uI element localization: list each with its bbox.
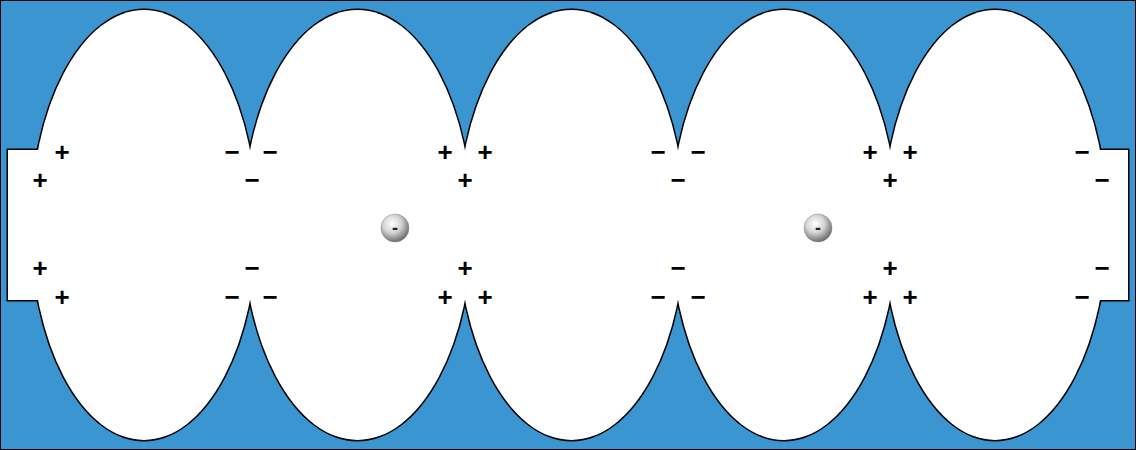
- charge-sign: −: [690, 284, 705, 310]
- charge-sign: −: [244, 255, 259, 281]
- charge-sign: +: [477, 284, 492, 310]
- charge-sign: −: [262, 139, 277, 165]
- charge-sign: +: [437, 139, 452, 165]
- charge-sign: +: [882, 255, 897, 281]
- charge-sign: −: [244, 167, 259, 193]
- charge-sign: −: [650, 139, 665, 165]
- charge-sign: −: [670, 167, 685, 193]
- charge-sign: −: [224, 139, 239, 165]
- charge-sign: −: [690, 139, 705, 165]
- cavity-cell: [38, 150, 1100, 300]
- charge-sign: +: [54, 139, 69, 165]
- charge-sign: −: [670, 255, 685, 281]
- cavity-cell: [38, 150, 1100, 300]
- electron: -: [803, 213, 833, 243]
- charge-sign: +: [477, 139, 492, 165]
- charge-sign: +: [32, 255, 47, 281]
- cavity-fill: [8, 10, 1128, 440]
- charge-sign: −: [650, 284, 665, 310]
- charge-sign: +: [437, 284, 452, 310]
- charge-sign: +: [902, 139, 917, 165]
- charge-sign: −: [1094, 167, 1109, 193]
- charge-sign: +: [32, 167, 47, 193]
- charge-sign: +: [457, 255, 472, 281]
- charge-sign: −: [224, 284, 239, 310]
- charge-sign: +: [862, 139, 877, 165]
- charge-sign: +: [882, 167, 897, 193]
- charge-sign: +: [54, 284, 69, 310]
- charge-sign: −: [1074, 284, 1089, 310]
- charge-sign: −: [262, 284, 277, 310]
- charge-sign: −: [1074, 139, 1089, 165]
- electron: -: [380, 213, 410, 243]
- charge-sign: +: [862, 284, 877, 310]
- charge-sign: +: [902, 284, 917, 310]
- electron-sign: -: [380, 213, 410, 243]
- charge-sign: −: [1094, 255, 1109, 281]
- charge-sign: +: [457, 167, 472, 193]
- cavity-outline: [8, 10, 1128, 440]
- electron-sign: -: [803, 213, 833, 243]
